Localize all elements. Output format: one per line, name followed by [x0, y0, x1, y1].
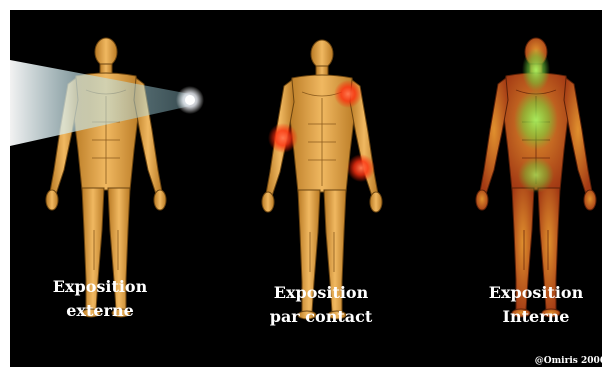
label-contact-line1: Exposition: [236, 281, 406, 305]
label-internal-line1: Exposition: [451, 281, 602, 305]
label-internal-line2: Interne: [451, 305, 602, 329]
label-external: Exposition externe: [15, 275, 185, 323]
internal-glow-abdomen: [518, 157, 554, 193]
label-external-line1: Exposition: [15, 275, 185, 299]
illustration-background: Exposition externe Exposition par contac…: [10, 10, 602, 367]
figure-contact: [262, 40, 382, 319]
figure-internal: [476, 38, 596, 317]
label-contact: Exposition par contact: [236, 281, 406, 329]
contact-glow-right-hand: [347, 154, 375, 182]
internal-glow-thyroid: [522, 48, 550, 92]
contact-glow-left-hand: [268, 123, 298, 153]
internal-glow-torso: [514, 90, 558, 150]
contact-glow-shoulder: [334, 80, 362, 108]
copyright-credit: @Omiris 2006: [535, 356, 602, 366]
label-external-line2: externe: [15, 299, 185, 323]
label-contact-line2: par contact: [236, 305, 406, 329]
label-internal: Exposition Interne: [451, 281, 602, 329]
